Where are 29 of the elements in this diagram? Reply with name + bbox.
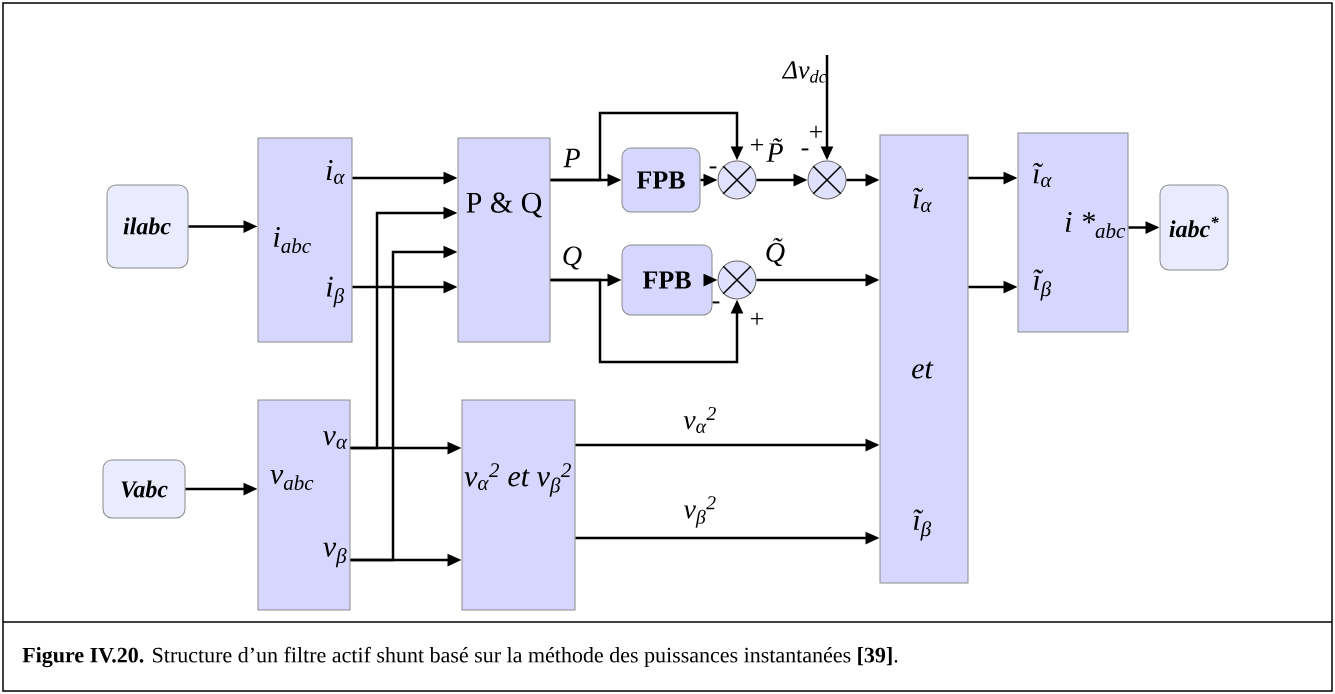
sign-label: - [712,301,720,304]
sign-label: + [751,312,764,325]
arrow [550,111,744,182]
sign-label: + [810,125,823,138]
edge-label: P [563,148,580,168]
edge-label: v$_{α}$2 [683,407,716,433]
signal-label: Δv$_{dc}$ [781,61,827,83]
block-box: ĩ$_{α}$ ĩ$_{β}$ i *$_{abc}$ [1017,132,1129,333]
edge-label: P̃ [766,138,783,162]
sign-label: - [801,148,809,151]
filter-box: FPB [621,147,701,213]
block-box: i$_{abc}$ i$_{α}$ i$_{β}$ [257,137,353,343]
block-box: v$_{abc}$ v$_{α}$ v$_{β}$ [257,399,351,611]
edge-label: Q̃ [766,237,785,267]
filter-box: FPB [621,244,713,316]
block-box: v$_{α}$$^{2}$ et v$_{β}$2 [461,399,576,611]
block-box: ĩ$_{α}$ et ĩ$_{β}$ [879,134,969,584]
input-box: Vabc [102,459,186,519]
summing-junction [807,160,847,200]
edge-label: Q [563,246,582,270]
summing-junction [717,260,757,300]
input-box: iabc$^{*}$ [1159,184,1229,271]
caption: Figure IV.20. Structure d’un filtre actif shunt basé sur la méthode des puissances instantanées [39]. [22,646,898,668]
sign-label: + [751,138,764,151]
edge-label: v$_{β}$2 [683,496,716,528]
sign-label: - [709,166,717,169]
input-box: ilabc [106,184,189,269]
block-box: P & Q [457,137,551,343]
summing-junction [717,160,757,200]
